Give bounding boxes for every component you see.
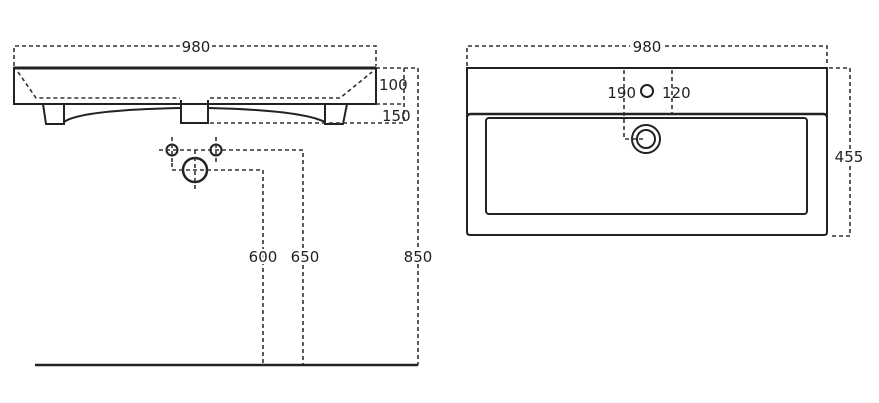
tap-offset-right-label: 120 [662,84,691,102]
drain-outlet [180,100,209,124]
right-foot [324,103,348,125]
rim-floor-height-label: 850 [404,248,433,266]
side-view: 980 100 150 600 650 850 [13,38,434,367]
side-width-label: 980 [182,38,211,56]
depth-dimension-line [829,67,851,237]
tap-offset-left-label: 190 [607,84,636,102]
side-width-dimension-line [13,45,377,66]
top-width-dimension-line [466,45,828,66]
waste-height-label: 600 [249,248,278,266]
inner-bowl [485,117,808,215]
total-depth-label: 150 [382,107,411,125]
rim-height-label: 100 [379,76,408,94]
deck-edge [465,112,829,118]
basin-underside [63,107,326,123]
drain-inner [636,129,656,149]
top-width-label: 980 [633,38,662,56]
depth-label: 455 [835,148,864,166]
bowl-hidden-line [17,71,373,99]
top-view: 980 190 120 455 [465,38,865,237]
left-foot [42,103,65,125]
basin-outline-top [466,67,828,236]
tap-dimension-lines [623,70,673,140]
pipe-dimension-lines [159,137,304,365]
tap-hole [640,84,654,98]
side-height-dimension-lines [210,67,419,365]
supply-height-label: 650 [291,248,320,266]
